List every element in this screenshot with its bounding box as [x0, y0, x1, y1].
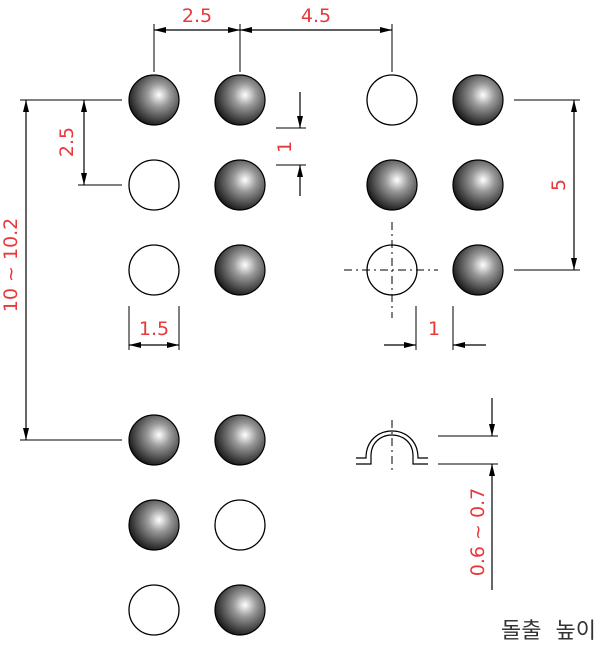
- dim-label: 4.5: [301, 5, 331, 27]
- emboss-profile: [356, 420, 428, 470]
- dim-label: 2.5: [56, 127, 78, 157]
- dim-label: 10 ~ 10.2: [0, 218, 22, 312]
- dim-dot-spacing-horizontal: 2.5: [153, 5, 393, 72]
- dim-dot-height: 1: [274, 92, 306, 196]
- dim-cell-height: 5: [514, 99, 580, 271]
- dim-dot-spacing-vertical: 2.5: [56, 99, 122, 186]
- braille-dot-raised: [128, 414, 180, 466]
- braille-dot-raised: [452, 74, 504, 126]
- braille-dot-empty: [128, 584, 180, 636]
- dim-label: 2.5: [182, 5, 212, 27]
- dim-label: 1.5: [139, 318, 169, 340]
- dim-emboss-height: 0.6 ~ 0.7: [438, 398, 498, 590]
- dim-label: 1: [274, 141, 296, 153]
- braille-dot-raised: [214, 584, 266, 636]
- braille-dot-empty: [128, 159, 180, 211]
- braille-dot-raised: [214, 159, 266, 211]
- braille-dot-raised: [128, 74, 180, 126]
- braille-dot-raised: [128, 499, 180, 551]
- braille-dot-raised: [452, 159, 504, 211]
- braille-dot-raised: [366, 159, 418, 211]
- dim-cell-spacing: 4.5: [240, 5, 392, 33]
- dim-label: 1: [428, 318, 440, 340]
- braille-dot-raised: [452, 244, 504, 296]
- dim-line-spacing: 10 ~ 10.2: [0, 99, 122, 441]
- dim-label: 5: [548, 179, 570, 191]
- dim-dot-base-diameter: 1: [384, 306, 486, 350]
- braille-dot-raised: [214, 74, 266, 126]
- braille-dot-empty: [366, 74, 418, 126]
- dim-label: 0.6 ~ 0.7: [467, 488, 489, 576]
- caption-emboss-height: 돌출 높이: [501, 619, 596, 644]
- dim-dot-diameter: 1.5: [128, 306, 180, 350]
- braille-dot-raised: [214, 414, 266, 466]
- braille-dot-empty: [214, 499, 266, 551]
- braille-dot-raised: [214, 244, 266, 296]
- braille-dot-empty: [128, 244, 180, 296]
